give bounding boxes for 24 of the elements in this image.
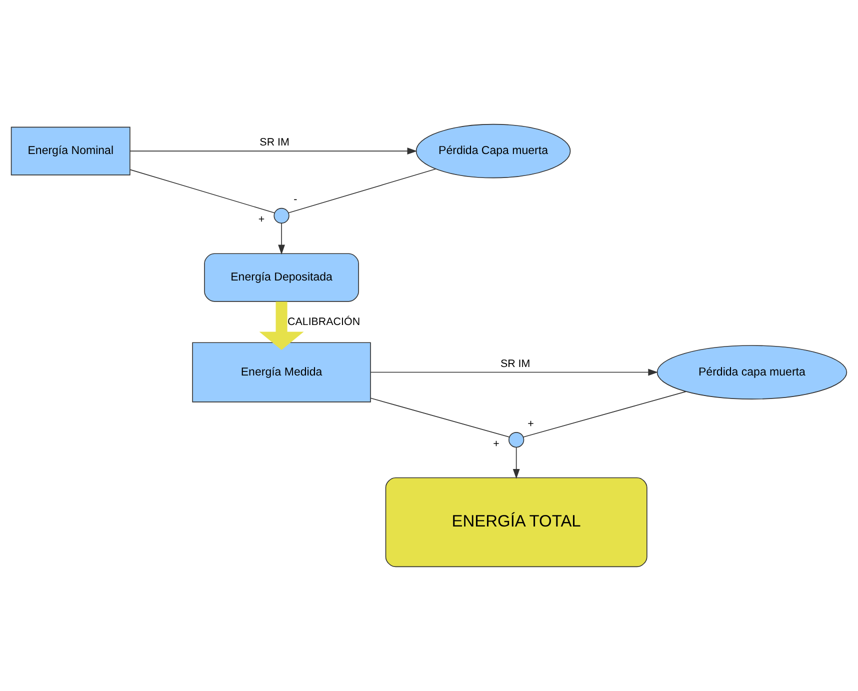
node-box: Energía Medida	[192, 342, 371, 402]
edge-label: +	[528, 418, 534, 430]
arrow	[278, 222, 285, 255]
node-box: Energía Depositada	[204, 253, 359, 302]
arrow	[512, 446, 520, 479]
edge-label: CALIBRACIÓN	[288, 316, 360, 328]
connector	[523, 391, 686, 438]
edge-label: +	[493, 438, 500, 450]
connector	[288, 168, 436, 214]
edge-label: SR IM	[260, 136, 290, 149]
edge-label: +	[258, 214, 265, 226]
node-circle	[274, 208, 290, 224]
node-ellipse: Pérdida Capa muerta	[416, 124, 571, 178]
connector	[370, 398, 510, 438]
edge-label: -	[294, 194, 298, 206]
arrow	[259, 302, 304, 350]
node-ellipse: Pérdida capa muerta	[656, 345, 848, 400]
connector	[130, 169, 275, 214]
edge-label: SR IM	[500, 358, 530, 370]
node-box: ENERGÍA TOTAL	[385, 477, 648, 568]
arrow	[130, 148, 418, 155]
arrow	[370, 368, 658, 376]
node-circle	[508, 432, 524, 448]
node-box: Energía Nominal	[10, 126, 130, 176]
